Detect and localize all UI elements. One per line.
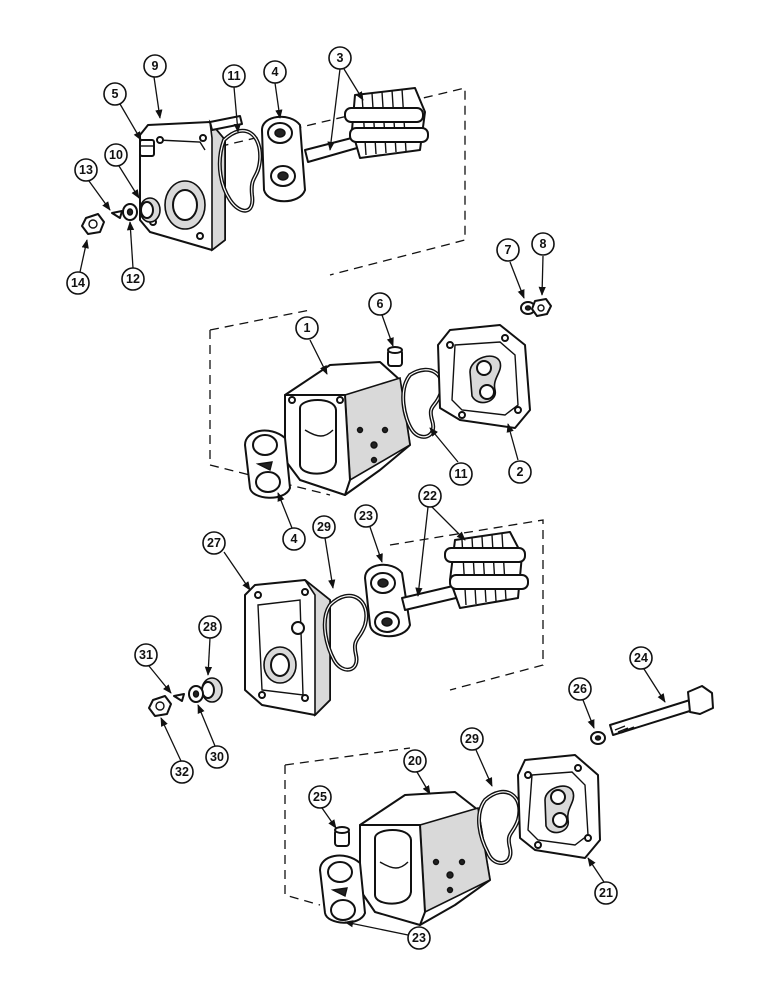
callout-24: 24 — [629, 646, 653, 670]
callout-label: 12 — [126, 272, 140, 286]
callout-13: 13 — [74, 158, 98, 182]
end-cover-9 — [139, 119, 226, 252]
assembly-guide-top — [204, 87, 466, 276]
seal-10 — [139, 197, 161, 223]
nut-8 — [531, 298, 552, 317]
nut-14 — [81, 213, 105, 235]
callout-29-mid: 29 — [312, 515, 336, 539]
bearing-block-4-mid — [244, 429, 291, 499]
callout-label: 10 — [109, 148, 123, 162]
dowel-pin-5 — [139, 139, 155, 157]
callout-10: 10 — [104, 143, 128, 167]
seal-28 — [201, 677, 223, 703]
callout-label: 25 — [313, 790, 327, 804]
callout-label: 14 — [71, 276, 85, 290]
adapter-plate-27 — [244, 579, 331, 717]
callout-21: 21 — [594, 881, 618, 905]
callout-2: 2 — [508, 460, 532, 484]
bearing-block-23-mid — [364, 563, 411, 638]
callout-32: 32 — [170, 760, 194, 784]
callout-11-mid: 11 — [449, 462, 473, 486]
key-13 — [111, 210, 123, 219]
callout-5: 5 — [103, 82, 127, 106]
nut-32 — [148, 695, 172, 717]
callout-14: 14 — [66, 271, 90, 295]
callout-27: 27 — [202, 531, 226, 555]
callout-23-lower: 23 — [407, 926, 431, 950]
callout-label: 4 — [291, 532, 298, 546]
callout-label: 24 — [634, 651, 648, 665]
pump-body-1 — [284, 361, 411, 496]
callout-label: 29 — [317, 520, 331, 534]
callout-label: 20 — [408, 754, 422, 768]
callout-7: 7 — [496, 238, 520, 262]
callout-label: 31 — [139, 648, 153, 662]
seal-ring-11-mid — [401, 367, 444, 439]
callout-28: 28 — [198, 615, 222, 639]
callout-label: 29 — [465, 732, 479, 746]
callout-label: 9 — [152, 59, 159, 73]
callout-label: 27 — [207, 536, 221, 550]
washer-12 — [122, 203, 138, 221]
stud-bolt — [209, 115, 243, 131]
callout-label: 7 — [505, 243, 512, 257]
assembly-guide-mid — [389, 519, 544, 691]
key-31 — [173, 693, 185, 702]
dowel-pin-6 — [387, 346, 403, 367]
washer-26 — [590, 731, 606, 745]
callout-26: 26 — [568, 677, 592, 701]
gear-shaft-22 — [401, 531, 529, 611]
callout-25: 25 — [308, 785, 332, 809]
bearing-block-23-lower — [319, 854, 366, 924]
callout-label: 30 — [210, 750, 224, 764]
callout-label: 4 — [272, 65, 279, 79]
callout-label: 5 — [112, 87, 119, 101]
washer-30 — [188, 685, 204, 703]
callout-1: 1 — [295, 316, 319, 340]
callout-12: 12 — [121, 267, 145, 291]
callout-label: 2 — [517, 465, 524, 479]
callout-label: 8 — [540, 237, 547, 251]
callout-label: 11 — [454, 467, 467, 481]
callout-30: 30 — [205, 745, 229, 769]
end-cover-21 — [517, 754, 601, 859]
callout-4-mid: 4 — [282, 527, 306, 551]
bearing-block-4-top — [261, 115, 306, 203]
callout-label: 22 — [423, 489, 437, 503]
end-cover-2 — [437, 324, 531, 429]
callout-label: 23 — [412, 931, 426, 945]
gear-shaft-3 — [304, 87, 429, 163]
dowel-pin-25 — [334, 826, 350, 847]
callout-22: 22 — [418, 484, 442, 508]
callout-4-top: 4 — [263, 60, 287, 84]
callout-label: 13 — [79, 163, 93, 177]
assembly-guide-lower — [284, 747, 411, 906]
bolt-24 — [609, 685, 714, 736]
washer-7 — [520, 301, 536, 315]
seal-ring-11-top — [217, 128, 263, 213]
callout-label: 3 — [337, 51, 344, 65]
callout-8: 8 — [531, 232, 555, 256]
leader-lines — [79, 68, 666, 936]
callout-label: 32 — [175, 765, 189, 779]
callout-label: 23 — [359, 509, 373, 523]
callout-29-lower: 29 — [460, 727, 484, 751]
callout-label: 28 — [203, 620, 217, 634]
callout-31: 31 — [134, 643, 158, 667]
callout-label: 6 — [377, 297, 384, 311]
callout-20: 20 — [403, 749, 427, 773]
callout-9: 9 — [143, 54, 167, 78]
seal-ring-29-lower — [477, 789, 522, 865]
callout-label: 26 — [573, 682, 587, 696]
seal-ring-29-mid — [322, 593, 369, 672]
callout-11-top: 11 — [222, 64, 246, 88]
callout-23-mid: 23 — [354, 504, 378, 528]
callout-label: 11 — [227, 69, 240, 83]
callout-label: 1 — [304, 321, 311, 335]
pump-body-20 — [359, 791, 491, 926]
callout-6: 6 — [368, 292, 392, 316]
callout-label: 21 — [599, 886, 613, 900]
callout-3: 3 — [328, 46, 352, 70]
